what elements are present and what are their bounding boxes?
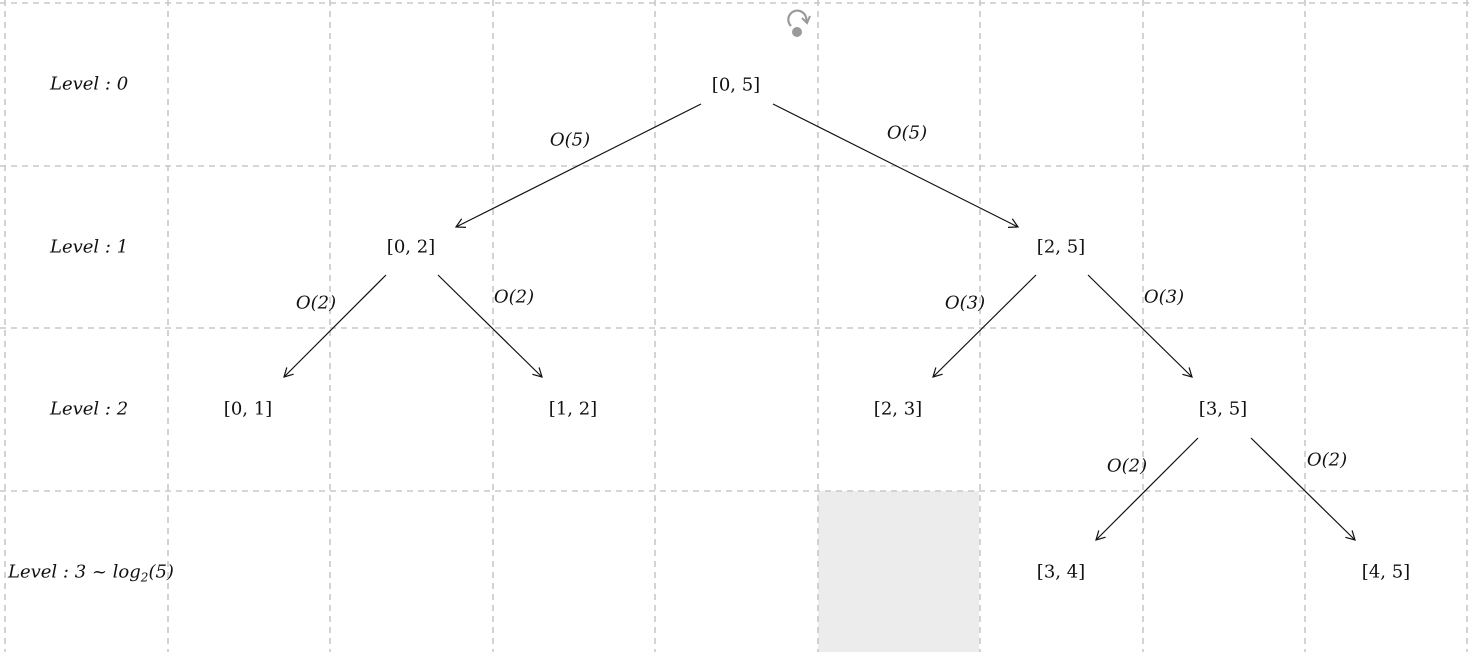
level-label-3: Level : 3 ~ log2(5) <box>8 561 174 585</box>
edge-cost-2-5-to-3-5: O(3) <box>1143 286 1185 308</box>
arrowhead-n25 <box>1007 218 1020 228</box>
level-label-0: Level : 0 <box>50 73 129 95</box>
edge-n02-to-n12 <box>437 274 543 378</box>
node-3-4: [3, 4] <box>1036 561 1086 583</box>
arrowhead-n02 <box>454 218 467 228</box>
node-0-2: [0, 2] <box>386 236 436 258</box>
arrowhead-n23 <box>932 367 943 378</box>
node-2-5: [2, 5] <box>1036 236 1086 258</box>
edge-cost-3-5-to-3-4: O(2) <box>1106 455 1148 477</box>
edge-cost-3-5-to-4-5: O(2) <box>1306 449 1348 471</box>
edge-n35-to-n34 <box>1095 437 1199 541</box>
arrowhead-n45 <box>1345 530 1356 541</box>
node-1-2: [1, 2] <box>548 398 598 420</box>
highlight-cell <box>818 491 979 652</box>
edges <box>283 103 1356 541</box>
arrowhead-n12 <box>532 367 543 378</box>
node-3-5: [3, 5] <box>1198 398 1248 420</box>
edge-n02-to-n01 <box>283 274 387 378</box>
edge-cost-0-5-to-0-2: O(5) <box>549 129 591 151</box>
rotate-handle-icon[interactable] <box>787 9 811 37</box>
arrowhead-n01 <box>283 367 294 378</box>
edge-n25-to-n23 <box>932 274 1037 378</box>
edge-cost-0-2-to-0-1: O(2) <box>295 292 337 314</box>
edge-n25-to-n35 <box>1087 274 1193 378</box>
edge-cost-0-5-to-2-5: O(5) <box>886 122 928 144</box>
arrowhead-n34 <box>1095 530 1106 541</box>
edge-n05-to-n25 <box>772 103 1019 228</box>
arrowhead-n35 <box>1182 367 1193 378</box>
node-0-1: [0, 1] <box>223 398 273 420</box>
level-label-1: Level : 1 <box>50 236 129 258</box>
node-0-5: [0, 5] <box>711 74 761 96</box>
edge-cost-2-5-to-2-3: O(3) <box>944 292 986 314</box>
node-4-5: [4, 5] <box>1361 561 1411 583</box>
edge-cost-0-2-to-1-2: O(2) <box>493 286 535 308</box>
edge-n05-to-n02 <box>455 103 702 228</box>
edge-n35-to-n45 <box>1250 437 1356 541</box>
level-label-2: Level : 2 <box>50 398 129 420</box>
node-2-3: [2, 3] <box>873 398 923 420</box>
